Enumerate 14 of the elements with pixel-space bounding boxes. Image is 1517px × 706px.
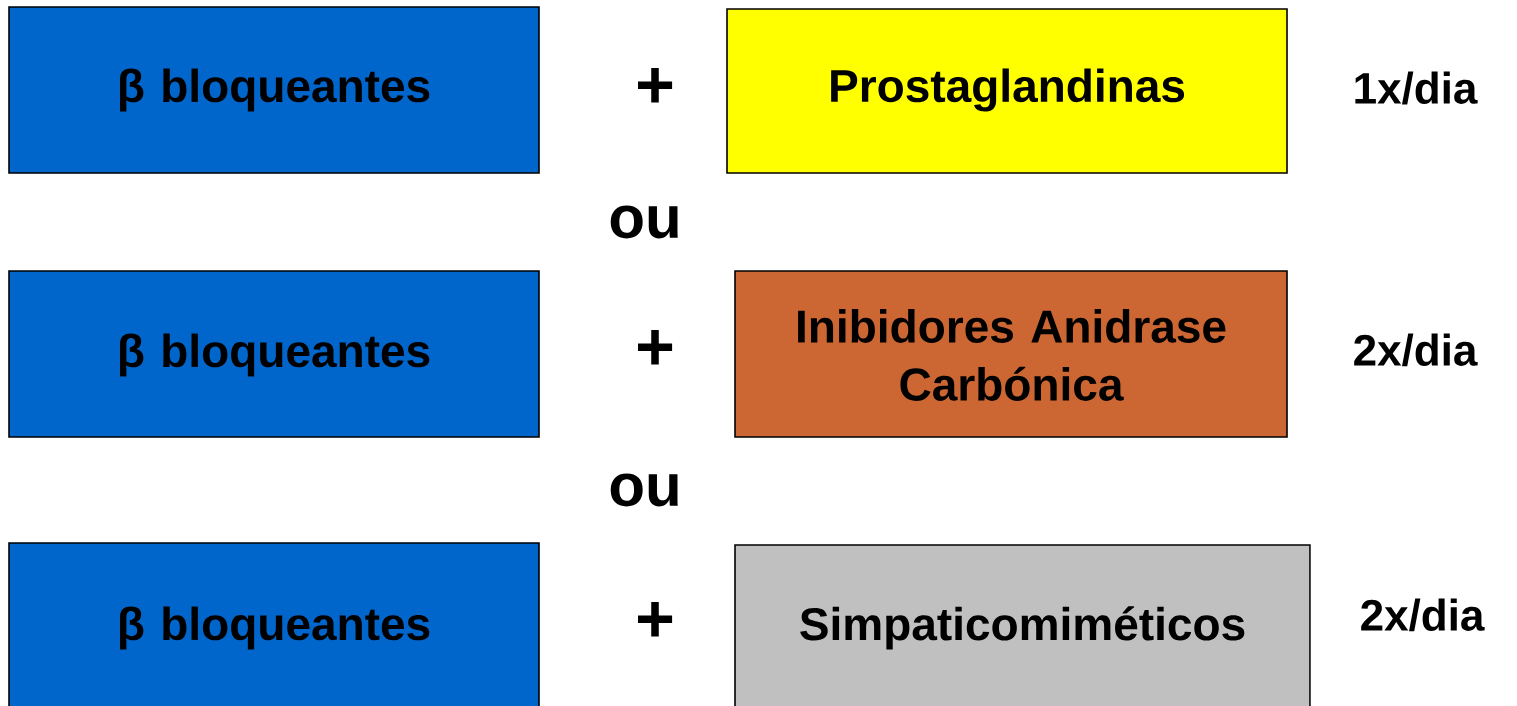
operator-label: + xyxy=(638,68,673,103)
dose-label: 1x/dia xyxy=(1355,71,1478,105)
dose-label: 2x/dia xyxy=(1354,333,1478,367)
drug-box: Simpaticomiméticos xyxy=(734,544,1311,706)
operator-label: ou xyxy=(610,205,678,239)
drug-box: Prostaglandinas xyxy=(726,8,1288,174)
drug-box: β bloqueantes xyxy=(8,542,540,706)
operator-label: ou xyxy=(610,473,678,507)
operator-label: + xyxy=(638,330,673,365)
drug-box: Inibidores Anidrase Carbónica xyxy=(734,270,1288,438)
dose-label: 2x/dia xyxy=(1361,598,1485,632)
operator-label: + xyxy=(638,602,673,637)
drug-box: β bloqueantes xyxy=(8,270,540,438)
drug-box: β bloqueantes xyxy=(8,6,540,174)
